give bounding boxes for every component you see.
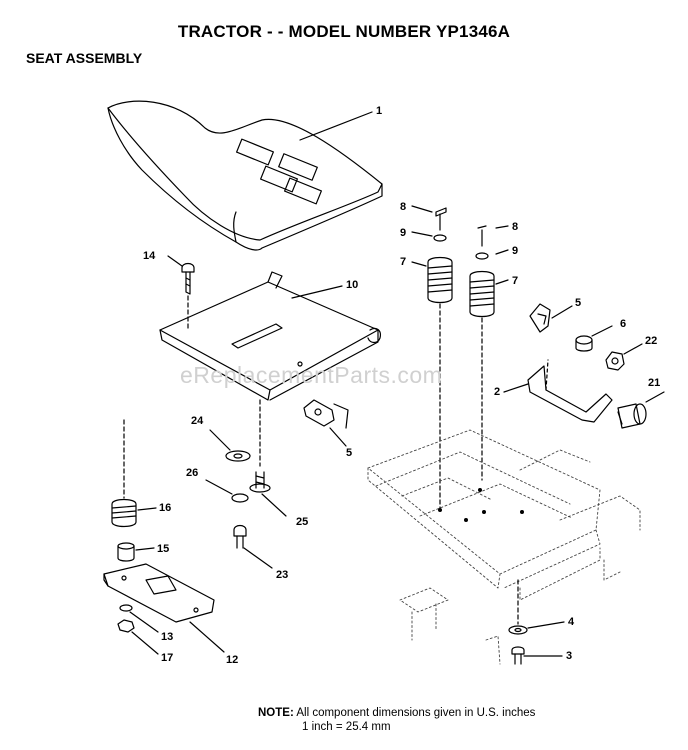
note-label: NOTE: bbox=[258, 707, 294, 719]
callout-13: 13 bbox=[161, 631, 174, 643]
callout-23: 23 bbox=[276, 569, 289, 581]
bolt-14-part bbox=[167, 255, 195, 331]
clip-5-upper-part bbox=[529, 303, 573, 333]
section-title: SEAT ASSEMBLY bbox=[26, 50, 143, 66]
frame-holes bbox=[438, 488, 524, 522]
callout-4: 4 bbox=[568, 616, 575, 628]
seat-cushion-part bbox=[107, 100, 383, 251]
bolt-3-part bbox=[511, 579, 563, 665]
callout-21: 21 bbox=[648, 377, 661, 389]
callout-5-upper: 5 bbox=[575, 297, 582, 309]
callout-2: 2 bbox=[494, 386, 501, 398]
spacer-15-part bbox=[117, 542, 155, 562]
seat-pan-part bbox=[159, 271, 381, 401]
note-line-1: All component dimensions given in U.S. i… bbox=[296, 707, 536, 719]
callout-25: 25 bbox=[296, 516, 309, 528]
knob-21-part bbox=[617, 391, 665, 429]
lock-washer-26-part bbox=[205, 479, 249, 503]
callout-15: 15 bbox=[157, 543, 170, 555]
note-line-2: 1 inch = 25.4 mm bbox=[302, 721, 391, 733]
callout-9-left: 9 bbox=[400, 227, 407, 239]
callout-7-right: 7 bbox=[512, 275, 519, 287]
spring-assembly-right bbox=[469, 225, 509, 481]
bracket-2-part bbox=[503, 359, 613, 423]
callout-24: 24 bbox=[191, 415, 204, 427]
callout-22: 22 bbox=[645, 335, 658, 347]
spring-assembly-left bbox=[411, 205, 453, 511]
mounting-plate-12-part bbox=[103, 563, 225, 653]
tractor-frame bbox=[367, 429, 641, 665]
page-title: TRACTOR - - MODEL NUMBER YP1346A bbox=[177, 22, 511, 41]
nut-17-part bbox=[117, 619, 159, 655]
callout-6: 6 bbox=[620, 318, 627, 330]
callout-5-lower: 5 bbox=[346, 447, 353, 459]
washer-24-part bbox=[209, 429, 251, 462]
bushing-6-part bbox=[575, 325, 613, 352]
callout-10: 10 bbox=[346, 279, 359, 291]
callout-12: 12 bbox=[226, 654, 239, 666]
shoulder-bolt-25-part bbox=[249, 399, 287, 517]
bolt-23-part bbox=[233, 524, 273, 569]
callout-8-right: 8 bbox=[512, 221, 519, 233]
spring-16-part bbox=[111, 419, 157, 528]
callout-1: 1 bbox=[376, 105, 383, 117]
callout-17: 17 bbox=[161, 652, 174, 664]
callout-16: 16 bbox=[159, 502, 172, 514]
watermark-text: eReplacementParts.com bbox=[180, 362, 443, 388]
callout-7-left: 7 bbox=[400, 256, 407, 268]
callout-9-right: 9 bbox=[512, 245, 519, 257]
latch-5-lower-part bbox=[303, 399, 349, 447]
dimension-note: NOTE: All component dimensions given in … bbox=[258, 706, 535, 734]
washer-4-part bbox=[508, 621, 565, 635]
callout-8-left: 8 bbox=[400, 201, 407, 213]
callout-3: 3 bbox=[566, 650, 573, 662]
nut-22-part bbox=[605, 343, 643, 371]
callout-14: 14 bbox=[143, 250, 156, 262]
callout-26: 26 bbox=[186, 467, 199, 479]
washer-13-part bbox=[119, 604, 159, 633]
